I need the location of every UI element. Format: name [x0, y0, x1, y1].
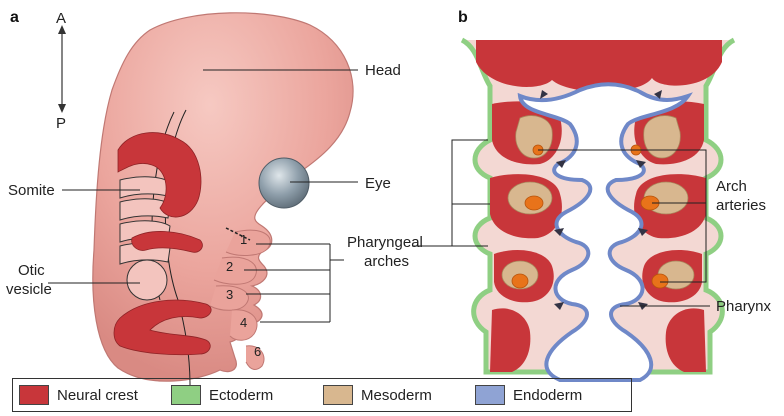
otic-label-line1: Otic — [18, 262, 45, 279]
pharyngeal-label-line1: Pharyngeal — [347, 234, 423, 251]
otic-vesicle — [127, 260, 167, 300]
legend-item-neural-crest: Neural crest — [13, 385, 165, 405]
legend: Neural crest Ectoderm Mesoderm Endoderm — [12, 378, 632, 412]
eye-label: Eye — [365, 175, 391, 192]
somite-label: Somite — [8, 182, 55, 199]
neural-crest-swatch — [19, 385, 49, 405]
arch-number-1: 1 — [240, 232, 247, 247]
legend-label: Neural crest — [57, 387, 138, 404]
arch-number-4: 4 — [240, 315, 247, 330]
mesoderm-swatch — [323, 385, 353, 405]
panel-a-label: a — [10, 9, 19, 26]
arch-number-3: 3 — [226, 287, 233, 302]
pharyngeal-label-line2: arches — [364, 253, 409, 270]
legend-item-endoderm: Endoderm — [469, 385, 621, 405]
legend-label: Endoderm — [513, 387, 582, 404]
anterior-posterior-axis: A P — [56, 10, 66, 132]
legend-label: Ectoderm — [209, 387, 273, 404]
posterior-label: P — [56, 115, 66, 132]
head-label: Head — [365, 62, 401, 79]
ectoderm-swatch — [171, 385, 201, 405]
arch-arteries-label-line2: arteries — [716, 197, 766, 214]
arch-arteries-label-line1: Arch — [716, 178, 747, 195]
pharynx-label: Pharynx — [716, 298, 772, 315]
arch-number-6: 6 — [254, 344, 261, 359]
embryo — [93, 13, 353, 385]
endoderm-swatch — [475, 385, 505, 405]
anterior-label: A — [56, 10, 66, 27]
pharynx-section — [462, 40, 734, 406]
panel-b-label: b — [458, 9, 468, 26]
legend-item-ectoderm: Ectoderm — [165, 385, 317, 405]
legend-item-mesoderm: Mesoderm — [317, 385, 469, 405]
legend-label: Mesoderm — [361, 387, 432, 404]
arch-number-2: 2 — [226, 259, 233, 274]
otic-label-line2: vesicle — [6, 281, 52, 298]
eye-shape — [259, 158, 309, 208]
